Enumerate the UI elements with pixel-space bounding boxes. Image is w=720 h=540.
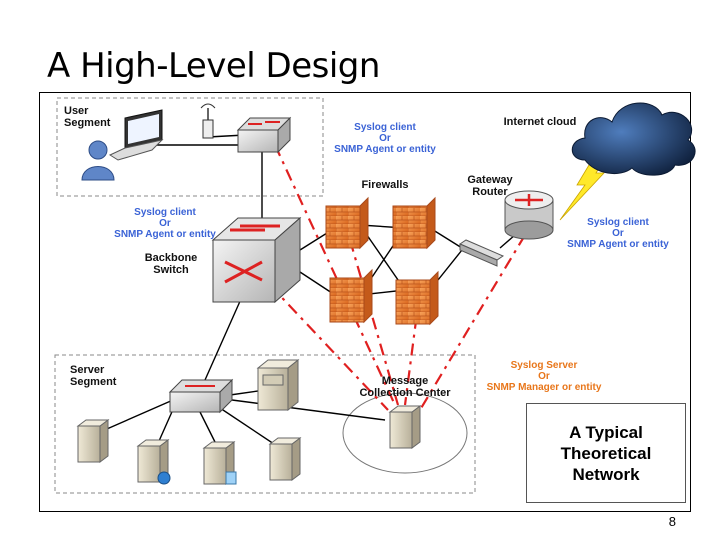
- server-segment-label: Server Segment: [70, 364, 116, 388]
- user-switch-icon: [236, 116, 292, 154]
- legend-line1: A Typical: [569, 422, 643, 442]
- syslog-client-top-line2: Or: [379, 133, 391, 144]
- syslog-client-right-label: Syslog client Or SNMP Agent or entity: [558, 217, 678, 250]
- syslog-client-right-line1: Syslog client: [587, 217, 649, 228]
- user-segment-line1: User: [64, 105, 89, 117]
- server-icon-4: [268, 437, 302, 481]
- page-number: 8: [668, 514, 676, 529]
- server-segment-line1: Server: [70, 364, 105, 376]
- diagram-frame: [39, 92, 691, 512]
- backbone-switch-line1: Backbone: [144, 252, 198, 264]
- syslog-server-line1: Syslog Server: [510, 360, 578, 371]
- legend-box: A Typical Theoretical Network: [526, 403, 686, 503]
- message-center-label: Message Collection Center: [350, 375, 460, 399]
- syslog-client-left-line3: SNMP Agent or entity: [114, 229, 216, 240]
- server-switch-icon: [168, 378, 234, 414]
- internet-cloud-label: Internet cloud: [503, 116, 577, 128]
- server-icons: [76, 358, 422, 485]
- gateway-router-line2: Router: [472, 186, 508, 198]
- syslog-client-top-line3: SNMP Agent or entity: [334, 144, 436, 155]
- hub-icon: [458, 239, 505, 267]
- backbone-switch-line2: Switch: [153, 264, 189, 276]
- syslog-client-top-line1: Syslog client: [354, 122, 416, 133]
- syslog-client-left-line1: Syslog client: [134, 207, 196, 218]
- network-links: [99, 134, 516, 453]
- syslog-client-top-label: Syslog client Or SNMP Agent or entity: [325, 122, 445, 155]
- slide-title: A High-Level Design: [47, 46, 380, 86]
- syslog-client-left-line2: Or: [159, 218, 171, 229]
- wireless-ap-icon: [200, 103, 216, 139]
- server-icon-large: [256, 358, 300, 412]
- message-center-line2: Collection Center: [359, 387, 451, 399]
- syslog-client-right-line3: SNMP Agent or entity: [567, 239, 669, 250]
- user-segment-label: User Segment: [64, 105, 110, 129]
- server-icon-3: [202, 441, 237, 485]
- legend-line2: Theoretical: [560, 443, 652, 463]
- backbone-switch-icon: [211, 216, 302, 304]
- user-icon: [81, 140, 115, 181]
- legend-text: A Typical Theoretical Network: [561, 422, 652, 485]
- user-segment-line2: Segment: [64, 117, 111, 129]
- server-segment-line2: Segment: [70, 376, 117, 388]
- user-segment-box: [56, 97, 324, 197]
- legend-line3: Network: [572, 464, 640, 484]
- gateway-router-label: Gateway Router: [455, 174, 525, 198]
- server-segment-box: [54, 354, 476, 494]
- laptop-icon: [108, 109, 164, 161]
- syslog-server-line2: Or: [538, 371, 550, 382]
- firewall-icons: [325, 196, 439, 326]
- syslog-client-left-label: Syslog client Or SNMP Agent or entity: [105, 207, 225, 240]
- server-icon-2: [136, 439, 171, 485]
- collection-server-icon: [388, 405, 422, 449]
- message-center-line1: Message: [381, 375, 429, 387]
- syslog-server-line3: SNMP Manager or entity: [486, 382, 602, 393]
- gateway-router-line1: Gateway: [467, 174, 513, 186]
- server-icon-1: [76, 419, 110, 463]
- syslog-server-label: Syslog Server Or SNMP Manager or entity: [476, 360, 612, 393]
- syslog-client-right-line2: Or: [612, 228, 624, 239]
- internet-cloud-icon: [571, 102, 696, 176]
- gateway-router-icon: [504, 190, 554, 240]
- backbone-switch-label: Backbone Switch: [140, 252, 202, 276]
- firewalls-label: Firewalls: [361, 179, 409, 191]
